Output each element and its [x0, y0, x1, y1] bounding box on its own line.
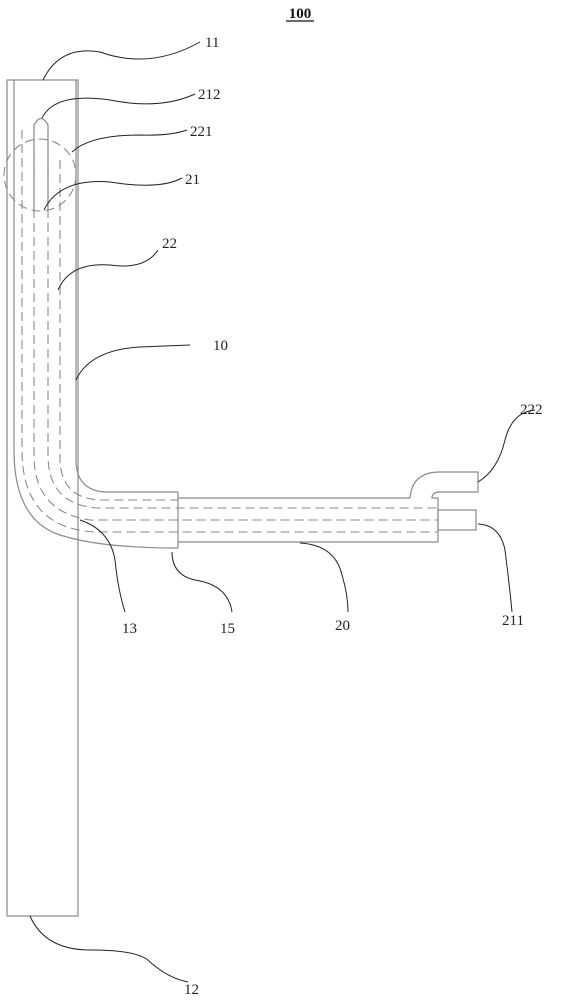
leader-212 [41, 93, 196, 119]
detail-circle [3, 138, 77, 212]
leader-15 [171, 551, 233, 613]
label-222: 222 [520, 402, 543, 418]
inner-channel-21-b [47, 125, 438, 509]
label-20: 20 [335, 618, 350, 634]
inner-port [437, 509, 477, 531]
label-21: 21 [185, 172, 200, 188]
leader-10 [75, 344, 191, 381]
label-212: 212 [198, 87, 221, 103]
outer-channel-22-left [21, 130, 438, 533]
leader-11 [42, 41, 201, 81]
inner-channel-21 [33, 125, 438, 521]
label-13: 13 [122, 621, 137, 637]
channel-tip [33, 117, 49, 210]
leader-13 [79, 519, 126, 613]
label-12: 12 [184, 982, 199, 998]
label-22: 22 [162, 236, 177, 252]
leader-20 [299, 542, 349, 613]
label-10: 10 [213, 338, 228, 354]
outer-channel-22-right [59, 160, 178, 501]
leader-221 [71, 129, 188, 153]
bent-tube-outline-inner [75, 80, 178, 493]
leader-211 [477, 523, 513, 613]
leader-22 [57, 249, 159, 291]
label-15: 15 [220, 621, 235, 637]
leader-21 [43, 177, 183, 211]
figure-number: 100 [289, 6, 312, 22]
label-221: 221 [190, 124, 213, 140]
bent-tube-outline-outer [13, 80, 179, 549]
label-211: 211 [502, 613, 524, 629]
label-11: 11 [205, 35, 219, 51]
leader-12 [29, 915, 189, 983]
leader-222 [477, 409, 536, 483]
main-body [6, 79, 79, 917]
extension-tube [178, 471, 479, 543]
